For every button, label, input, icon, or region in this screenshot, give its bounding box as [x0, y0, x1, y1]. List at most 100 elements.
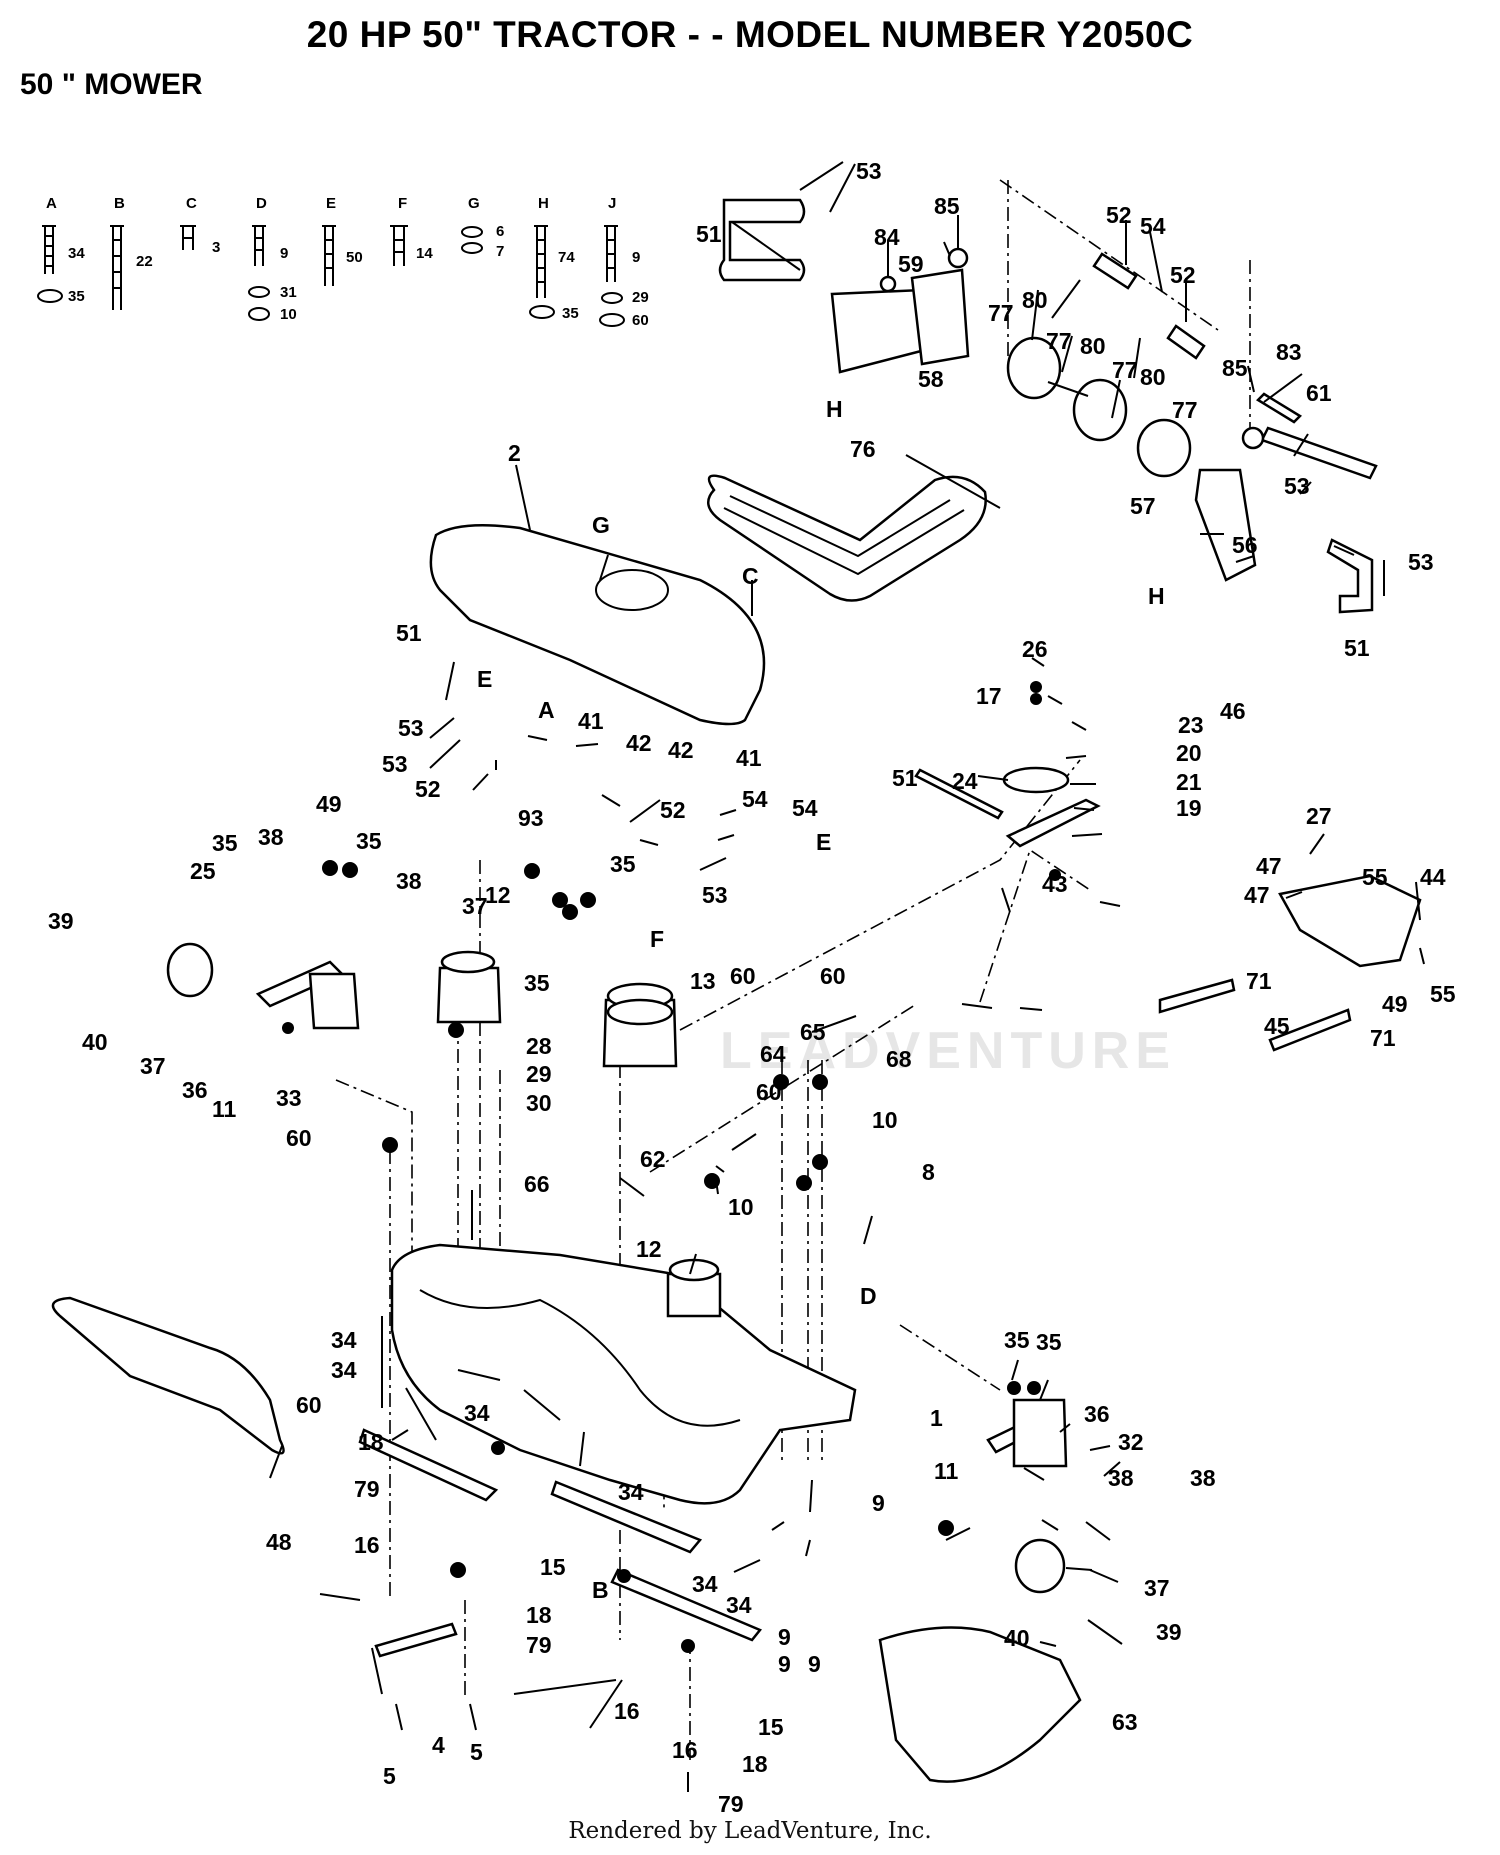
legend-part: 34	[68, 245, 85, 262]
callout: 9	[778, 1624, 791, 1650]
legend-letter: D	[256, 195, 267, 212]
callout: 35	[610, 851, 636, 877]
callout: 42	[668, 737, 694, 763]
callout: 52	[1106, 202, 1132, 228]
bracket-44	[1278, 874, 1422, 968]
callout: 45	[1264, 1013, 1290, 1039]
callout: 13	[690, 968, 716, 994]
callout: 51	[696, 221, 722, 247]
callout: 60	[820, 963, 846, 989]
callout: E	[816, 829, 831, 855]
callout: 34	[331, 1357, 357, 1383]
callout: 65	[800, 1019, 826, 1045]
legend-part: 35	[562, 305, 579, 322]
callout: 59	[898, 251, 924, 277]
callout: 41	[736, 745, 762, 771]
legend-letter: F	[398, 195, 407, 212]
callout: 15	[758, 1714, 784, 1740]
callout: 30	[526, 1090, 552, 1116]
spring-52	[1092, 252, 1138, 290]
pulley-80a	[1006, 336, 1062, 400]
callout: 52	[1170, 262, 1196, 288]
callout: 52	[415, 776, 441, 802]
u-bolt-51	[718, 198, 806, 282]
callout: 8	[922, 1159, 935, 1185]
legend-part: 7	[496, 243, 504, 260]
washer-icon	[601, 292, 623, 304]
legend-part: 50	[346, 249, 363, 266]
callout: 34	[618, 1479, 644, 1505]
plate-19	[1005, 798, 1101, 848]
callout: 19	[1176, 795, 1202, 821]
watermark: LEADVENTURE	[720, 1022, 1176, 1080]
callout: 18	[526, 1602, 552, 1628]
u-bolt-51b	[1326, 538, 1374, 614]
deck-ridge	[419, 1289, 741, 1427]
callout: 60	[730, 963, 756, 989]
nut-85	[947, 247, 969, 269]
callout: 16	[614, 1698, 640, 1724]
nut-icon	[529, 305, 555, 319]
hardware-fasteners	[282, 681, 1061, 1653]
callout: G	[592, 512, 610, 538]
callout: 44	[1420, 864, 1446, 890]
callout: 47	[1256, 853, 1282, 879]
callout: 9	[872, 1490, 885, 1516]
callout: 71	[1370, 1025, 1396, 1051]
callout: 76	[850, 436, 876, 462]
callout: 34	[726, 1592, 752, 1618]
callout: 80	[1080, 333, 1106, 359]
cover-hole	[595, 569, 669, 611]
callout: 27	[1306, 803, 1332, 829]
callout: 15	[540, 1554, 566, 1580]
callout: 79	[354, 1476, 380, 1502]
callout: 9	[778, 1651, 791, 1677]
legend-part: 29	[632, 289, 649, 306]
legend-letter: B	[114, 195, 125, 212]
callout: 38	[1108, 1465, 1134, 1491]
callout: 9	[808, 1651, 821, 1677]
nut-icon	[37, 289, 63, 303]
blade-15-center	[550, 1480, 703, 1554]
callout: 43	[1042, 871, 1068, 897]
callout: 35	[1004, 1327, 1030, 1353]
pulley-80c	[1136, 418, 1192, 478]
callout: 46	[1220, 698, 1246, 724]
callout: 53	[702, 882, 728, 908]
callout: 10	[872, 1107, 898, 1133]
callout: 17	[976, 683, 1002, 709]
callout: 79	[718, 1791, 744, 1817]
callout: 85	[934, 193, 960, 219]
callout: 51	[1344, 635, 1370, 661]
nut-icon	[248, 307, 270, 321]
spindle-assemblies	[436, 766, 1070, 1318]
legend-part: 31	[280, 284, 297, 301]
callout: D	[860, 1283, 877, 1309]
nut-icon	[599, 313, 625, 327]
nut-icon	[461, 242, 483, 254]
legend-part: 3	[212, 239, 220, 256]
callout: 62	[640, 1146, 666, 1172]
callout: 77	[1046, 328, 1072, 354]
callout: 79	[526, 1632, 552, 1658]
callout: 12	[636, 1236, 662, 1262]
callout: 52	[660, 797, 686, 823]
legend-part: 10	[280, 306, 297, 323]
pulley-24	[1002, 766, 1070, 794]
callout: 53	[856, 158, 882, 184]
callout: 49	[316, 791, 342, 817]
idler-bracket	[910, 268, 970, 366]
callout: 37	[462, 893, 488, 919]
callout: 16	[354, 1532, 380, 1558]
belt-cover-2	[429, 524, 766, 726]
callout: 51	[892, 765, 918, 791]
callout: 11	[212, 1096, 237, 1122]
legend-part: 9	[280, 245, 288, 262]
callout: 83	[1276, 339, 1302, 365]
wheel-40b	[1014, 1538, 1066, 1594]
callout: 10	[728, 1194, 754, 1220]
callout: 38	[396, 868, 422, 894]
callout: 12	[485, 882, 511, 908]
legend-letter: G	[468, 195, 480, 212]
blade-15-left	[358, 1428, 499, 1502]
